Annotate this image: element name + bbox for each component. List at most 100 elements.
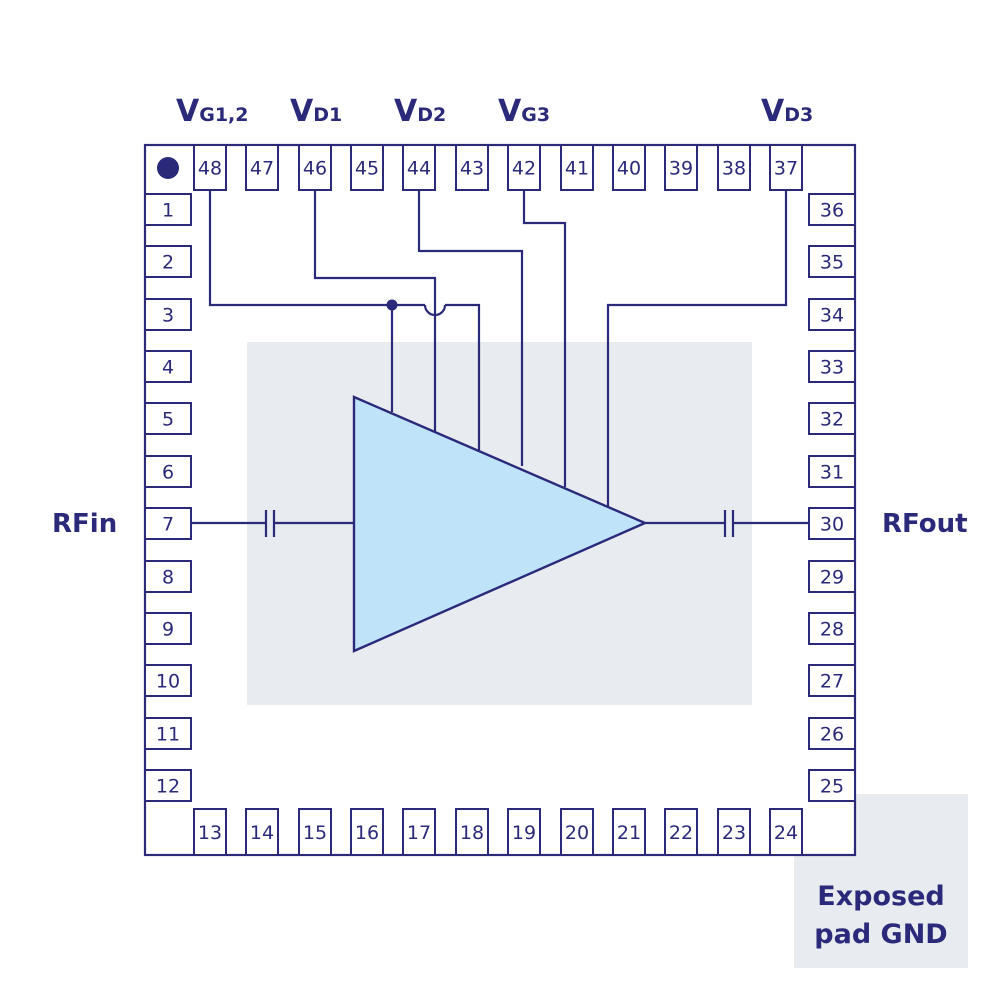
pin-pad — [144, 350, 192, 383]
pin-number: 30 — [820, 514, 844, 536]
pin-number: 45 — [355, 158, 379, 180]
pin-number: 24 — [774, 822, 798, 844]
pin-number: 1 — [162, 200, 174, 222]
pin-pad — [808, 612, 856, 645]
pin-17: 17 — [402, 808, 436, 856]
pin-number: 28 — [820, 619, 844, 641]
pin-number: 10 — [156, 671, 180, 693]
bias-wiring — [208, 190, 788, 506]
pin-12: 12 — [144, 769, 192, 802]
pin-pad — [455, 808, 489, 856]
pin-pad — [808, 560, 856, 593]
pin-pad — [144, 717, 192, 750]
wire-vg3 — [522, 190, 567, 487]
pin-pad — [144, 769, 192, 802]
pin-number: 38 — [722, 158, 746, 180]
pin-number: 6 — [162, 462, 174, 484]
pin-number: 27 — [820, 671, 844, 693]
pin-number: 29 — [820, 567, 844, 589]
pin-9: 9 — [144, 612, 192, 645]
pin-number: 7 — [162, 514, 174, 536]
pin-21: 21 — [612, 808, 646, 856]
wire-vd1 — [313, 190, 437, 432]
pin-pad — [769, 144, 803, 191]
pin-number: 20 — [565, 822, 589, 844]
pin-25: 25 — [808, 769, 856, 802]
pin-pad — [808, 507, 856, 540]
supply-labels: VG1,2 VD1 VD2 VG3 VD3 — [176, 94, 813, 129]
pin-20: 20 — [560, 808, 594, 856]
pin-13: 13 — [193, 808, 227, 856]
wire-vd2 — [417, 190, 524, 466]
pin-pad — [144, 455, 192, 488]
pin-34: 34 — [808, 298, 856, 331]
supply-label-vg12: VG1,2 — [176, 94, 248, 129]
pin-pad — [245, 144, 279, 191]
pin-26: 26 — [808, 717, 856, 750]
pin-pad — [664, 144, 698, 191]
pin-number: 18 — [460, 822, 484, 844]
pin-2: 2 — [144, 245, 192, 278]
pin-number: 3 — [162, 305, 174, 327]
pin-pad — [808, 350, 856, 383]
pin-16: 16 — [350, 808, 384, 856]
pin-pad — [144, 402, 192, 435]
pin-number: 17 — [407, 822, 431, 844]
pin-number: 35 — [820, 252, 844, 274]
wire-vg12-main — [208, 190, 425, 307]
pin-5: 5 — [144, 402, 192, 435]
pin-24: 24 — [769, 808, 803, 856]
pin-pad — [808, 664, 856, 697]
pin-pad — [350, 808, 384, 856]
pin-10: 10 — [144, 664, 192, 697]
pin-30: 30 — [808, 507, 856, 540]
pin-number: 22 — [669, 822, 693, 844]
pin-number: 21 — [617, 822, 641, 844]
pin-number: 39 — [669, 158, 693, 180]
pin-pad — [144, 193, 192, 226]
exposed-pad-label-line1: Exposed — [817, 881, 944, 912]
rfin-label: RFin — [52, 509, 117, 539]
pin-number: 11 — [156, 724, 180, 746]
pin-number: 34 — [820, 305, 844, 327]
pin-47: 47 — [245, 144, 279, 191]
pin-number: 16 — [355, 822, 379, 844]
pin-pad — [560, 144, 594, 191]
pin-pad — [612, 808, 646, 856]
pin-pad — [808, 193, 856, 226]
pin-pad — [298, 144, 332, 191]
pin-35: 35 — [808, 245, 856, 278]
pin-6: 6 — [144, 455, 192, 488]
pin-pad — [808, 769, 856, 802]
pin-number: 36 — [820, 200, 844, 222]
pin-7: 7 — [144, 507, 192, 540]
pin-pad — [144, 560, 192, 593]
pin-14: 14 — [245, 808, 279, 856]
pin-number: 44 — [407, 158, 431, 180]
pin-pad — [402, 808, 436, 856]
pin-3: 3 — [144, 298, 192, 331]
pin-number: 23 — [722, 822, 746, 844]
pin-number: 32 — [820, 409, 844, 431]
pin-28: 28 — [808, 612, 856, 645]
pin-pad — [402, 144, 436, 191]
pin-number: 5 — [162, 409, 174, 431]
pin-1: 1 — [144, 193, 192, 226]
pin-pad — [808, 298, 856, 331]
wire-vg12-to-stage2 — [445, 303, 481, 452]
pin-29: 29 — [808, 560, 856, 593]
rf-output-path — [645, 510, 809, 537]
pin-36: 36 — [808, 193, 856, 226]
pin-pad — [612, 144, 646, 191]
pin-number: 48 — [198, 158, 222, 180]
pin-46: 46 — [298, 144, 332, 191]
pin-number: 8 — [162, 567, 174, 589]
pin-pad — [193, 144, 227, 191]
pin-number: 25 — [820, 776, 844, 798]
pin-44: 44 — [402, 144, 436, 191]
pin-8: 8 — [144, 560, 192, 593]
